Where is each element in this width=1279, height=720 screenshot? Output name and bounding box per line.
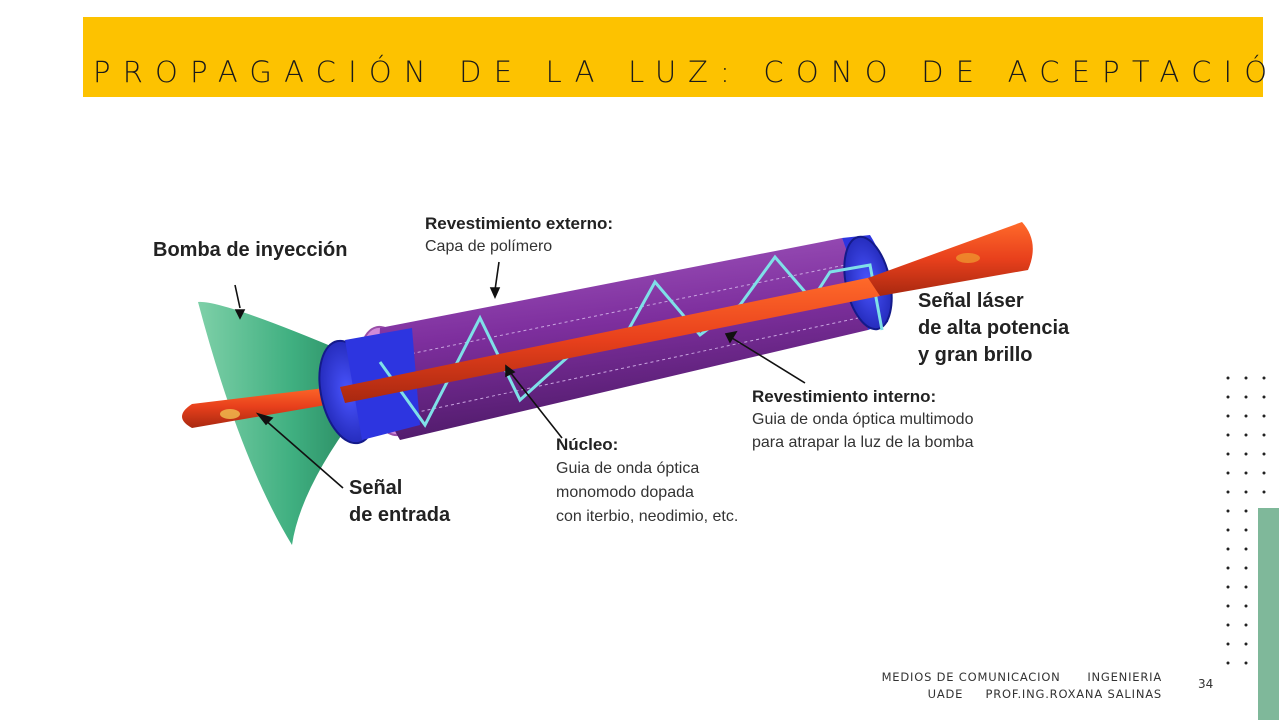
label-outer-cladding-title: Revestimiento externo: <box>425 214 613 233</box>
pump-cone <box>198 301 356 545</box>
decorative-dot-grid <box>1226 376 1266 665</box>
label-core-desc3: con iterbio, neodimio, etc. <box>556 508 739 525</box>
label-core-desc1: Guia de onda óptica <box>556 460 700 477</box>
label-inner-cladding-desc2: para atrapar la luz de la bomba <box>752 434 974 451</box>
label-input-line2: de entrada <box>349 504 451 526</box>
label-output-line1: Señal láser <box>918 290 1024 312</box>
label-outer-cladding-desc: Capa de polímero <box>425 238 553 255</box>
page-number: 34 <box>1198 677 1214 691</box>
output-laser-cone <box>868 222 1033 296</box>
footer-line1: MEDIOS DE COMUNICACION INGENIERIA <box>881 670 1162 684</box>
pump-rays <box>378 254 884 428</box>
slide-title: PROPAGACIÓN DE LA LUZ: CONO DE ACEPTACIÓ… <box>93 55 1279 89</box>
label-pump: Bomba de inyección <box>153 239 348 261</box>
label-inner-cladding-title: Revestimiento interno: <box>752 387 937 406</box>
label-core-title: Núcleo: <box>556 435 619 454</box>
accent-block <box>1258 508 1279 720</box>
footer: MEDIOS DE COMUNICACION INGENIERIA UADE P… <box>882 669 1162 703</box>
label-core-desc2: monomodo dopada <box>556 484 694 501</box>
label-output-line3: y gran brillo <box>918 344 1033 366</box>
label-inner-cladding-desc1: Guia de onda óptica multimodo <box>752 411 974 428</box>
pointer-arrows <box>234 261 806 489</box>
core-laser-beam <box>340 277 880 403</box>
footer-line2: UADE PROF.ING.ROXANA SALINAS <box>927 687 1162 701</box>
label-input-line1: Señal <box>349 477 403 499</box>
title-bar: PROPAGACIÓN DE LA LUZ: CONO DE ACEPTACIÓ… <box>83 17 1279 97</box>
label-output-line2: de alta potencia <box>918 317 1070 339</box>
